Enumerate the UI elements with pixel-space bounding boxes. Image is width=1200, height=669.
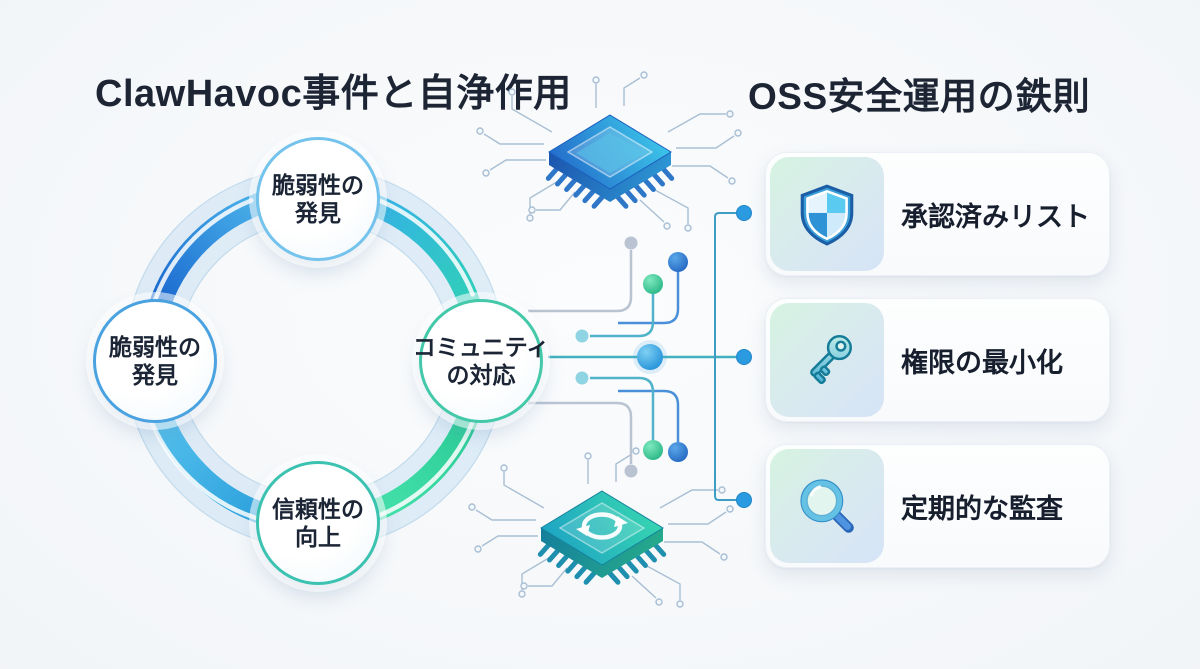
node-label-line: 向上 (295, 524, 341, 550)
left-section-title: ClawHavoc事件と自浄作用 (95, 73, 572, 115)
node-label-line: 信頼性の (272, 495, 364, 522)
node-label-line: 脆弱性の (109, 333, 201, 360)
magnifier-icon (770, 449, 884, 563)
node-label-line: コミュニティ (412, 333, 550, 360)
node-label-line: 発見 (295, 200, 341, 226)
chip-illustration-bottom (468, 447, 734, 608)
node-label-line: の対応 (446, 362, 516, 388)
cycle-node-vulnerability-discovery-top: 脆弱性の 発見 (256, 137, 380, 261)
cycle-node-reliability-improvement: 信頼性の 向上 (256, 461, 380, 585)
cycle-node-vulnerability-discovery-left: 脆弱性の 発見 (93, 299, 217, 423)
sync-icon (576, 512, 628, 540)
circuit-decoration (528, 236, 736, 478)
rule-card-least-privilege: 権限の最小化 (765, 298, 1110, 422)
rule-card-regular-audit: 定期的な監査 (765, 444, 1110, 568)
rule-card-label: 権限の最小化 (901, 347, 1063, 378)
card-connector-lines (714, 205, 752, 508)
rule-card-label: 定期的な監査 (901, 493, 1063, 524)
right-section-title: OSS安全運用の鉄則 (748, 76, 1091, 117)
node-label-line: 脆弱性の (272, 171, 364, 198)
shield-icon (770, 157, 884, 271)
node-label-line: 発見 (132, 362, 178, 388)
rule-card-label: 承認済みリスト (901, 201, 1090, 232)
rule-card-approved-list: 承認済みリスト (765, 152, 1110, 276)
cycle-node-community-response: コミュニティ の対応 (413, 299, 549, 423)
chip-illustration-top (476, 71, 742, 232)
key-icon (770, 303, 884, 417)
